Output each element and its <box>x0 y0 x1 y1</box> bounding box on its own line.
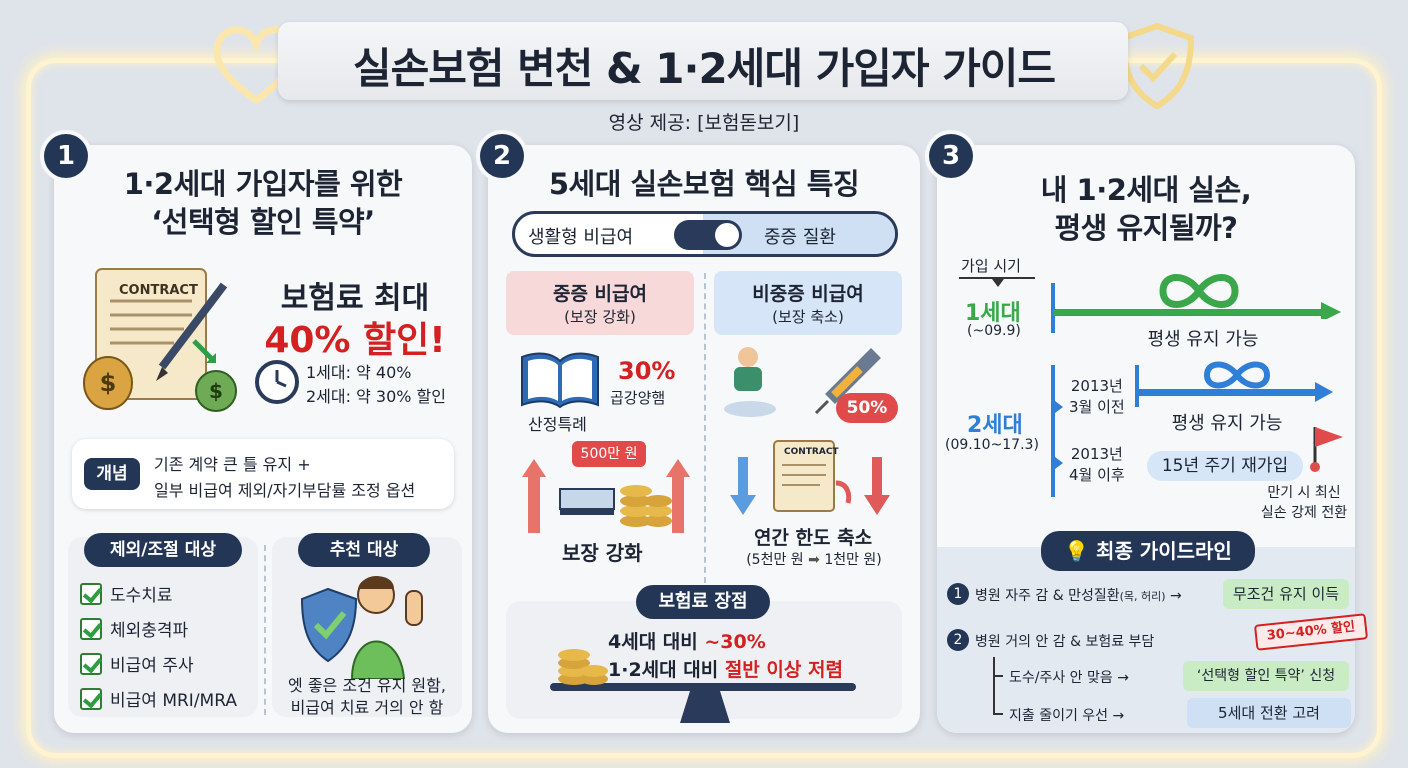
contract-down-illustration <box>730 440 890 515</box>
premium-line1: 4세대 대비 ~30% <box>608 631 766 653</box>
discount-percent: 40% 할인! <box>264 320 446 361</box>
gen2-discount: 2세대: 약 30% 할인 <box>306 387 446 406</box>
divider <box>264 545 266 715</box>
person-shield-illustration <box>300 576 423 679</box>
pct50-badge: 50% <box>836 393 898 423</box>
severe-box: 중증 비급여(보장 강화) <box>506 271 694 335</box>
checkbox-icon <box>80 618 102 640</box>
page-title: 실손보험 변천 & 1·2세대 가입자 가이드 <box>352 44 1056 93</box>
step-number-1: 1 <box>44 134 88 178</box>
concept-line2: 일부 비급여 제외/자기부담률 조정 옵션 <box>154 481 416 500</box>
list-item: 체외충격파 <box>80 614 237 649</box>
guide1-result: 무조건 유지 이득 <box>1223 579 1349 609</box>
panel-discount-rider: 1·2세대 가입자를 위한‘선택형 할인 특약’ $ $ CONTRACT 보험… <box>54 145 472 733</box>
arrow-icon <box>1055 401 1063 413</box>
branch-line <box>993 657 1003 715</box>
annual-limit-label: 연간 한도 축소 <box>753 527 873 549</box>
book-icon <box>521 352 599 409</box>
premium-title: 보험료 장점 <box>636 585 770 619</box>
guide2-text: 병원 거의 안 감 & 보험료 부담 <box>975 634 1155 650</box>
guide-number-2: 2 <box>947 629 969 651</box>
join-underline <box>959 277 1035 279</box>
contract-label-small: CONTRACT <box>784 447 839 457</box>
exclude-list: 도수치료 체외충격파 비급여 주사 비급여 MRI/MRA <box>80 579 237 719</box>
limit-change: (5천만 원 ➡ 1천만 원) <box>746 552 882 568</box>
exclude-title: 제외/조절 대상 <box>84 533 242 567</box>
discount-headline: 보험료 최대 <box>280 281 430 316</box>
checkbox-icon <box>80 583 102 605</box>
list-item: 도수치료 <box>80 579 237 614</box>
video-credit: 영상 제공: [보험돋보기] <box>608 112 800 134</box>
special-label: 산정특례 <box>528 415 587 434</box>
branch-line <box>993 657 1003 677</box>
checkbox-icon <box>80 653 102 675</box>
divider <box>704 273 706 583</box>
toggle-switch[interactable] <box>674 220 742 250</box>
nonsevere-box: 비중증 비급여(보장 축소) <box>714 271 902 335</box>
title-banner <box>278 22 1128 100</box>
panel1-title: 1·2세대 가입자를 위한‘선택형 할인 특약’ <box>123 167 403 239</box>
scale-illustration <box>550 649 856 723</box>
timeline-bar <box>1135 365 1139 407</box>
timeline-bar <box>1051 365 1055 497</box>
panel2-title: 5세대 실손보험 핵심 특징 <box>548 167 860 201</box>
guide1-text: 병원 자주 감 & 만성질환(목, 허리) → <box>975 588 1182 604</box>
timeline-bar <box>1051 283 1055 333</box>
sub2-text: 지출 줄이기 우선 → <box>1009 708 1125 724</box>
clock-icon <box>255 360 299 404</box>
gen1-label: 1세대 <box>965 301 1021 326</box>
gen1-arrow <box>1053 274 1341 319</box>
gen1-period: (~09.9) <box>967 323 1021 339</box>
panel3-title: 내 1·2세대 실손,평생 유지될까? <box>1040 173 1252 245</box>
lightbulb-icon: 💡 <box>1064 539 1090 563</box>
pct30: 30% <box>618 357 676 385</box>
concept-badge: 개념 <box>84 458 140 490</box>
panel-gen5-features: 5세대 실손보험 핵심 특징 생활형 비급여 중증 질환 중증 비급여(보장 강… <box>488 145 920 733</box>
pct30-label: 곱강양햄 <box>610 389 666 407</box>
toggle-left-label: 생활형 비급여 <box>528 227 634 248</box>
step-number-3: 3 <box>929 134 973 178</box>
after-status: 15년 주기 재가입 <box>1147 451 1303 481</box>
sub1-text: 도수/주사 안 맞음 → <box>1009 670 1129 686</box>
gen2-period: (09.10~17.3) <box>945 437 1039 453</box>
money-badge: 500만 원 <box>572 441 646 467</box>
sub2-result: 5세대 전환 고려 <box>1187 698 1351 728</box>
checkbox-icon <box>80 688 102 710</box>
contract-label: CONTRACT <box>119 283 198 298</box>
gen2-label: 2세대 <box>967 413 1023 438</box>
flag-icon <box>1310 427 1343 472</box>
gen2-arrow <box>1137 361 1333 402</box>
gen1-status: 평생 유지 가능 <box>1147 329 1259 350</box>
concept-line1: 기존 계약 큰 틀 유지 + <box>154 455 311 474</box>
svg-text:$: $ <box>100 369 117 397</box>
coverage-up-label: 보장 강화 <box>562 541 643 565</box>
contract-money-illustration: $ $ <box>83 268 237 412</box>
step-number-2: 2 <box>480 134 524 178</box>
down-arrow-icon <box>992 279 1004 287</box>
recommend-title: 추천 대상 <box>298 533 430 567</box>
panel-lifetime-check: 내 1·2세대 실손,평생 유지될까? 가입 시기 1세대 (~09.9) 평생… <box>937 145 1369 733</box>
toggle-right-label: 중증 질환 <box>764 227 836 248</box>
premium-line2: 1·2세대 대비 절반 이상 저렴 <box>608 659 843 681</box>
therapy-syringe-illustration <box>724 347 881 417</box>
list-item: 비급여 주사 <box>80 649 237 684</box>
arrow-icon <box>1055 457 1063 469</box>
sub1-result: ‘선택형 할인 특약’ 신청 <box>1183 661 1349 691</box>
recommend-box <box>272 537 462 717</box>
guideline-title: 💡 최종 가이드라인 <box>1041 531 1255 571</box>
svg-text:$: $ <box>209 379 223 403</box>
join-period-label: 가입 시기 <box>961 257 1021 275</box>
coverage-up-illustration <box>522 459 690 533</box>
gen1-discount: 1세대: 약 40% <box>306 363 412 382</box>
before-status: 평생 유지 가능 <box>1171 413 1283 434</box>
recommend-text: 엣 좋은 조건 유지 원함,비급여 치료 거의 안 함 <box>288 676 446 717</box>
list-item: 비급여 MRI/MRA <box>80 684 237 719</box>
guide-number-1: 1 <box>947 583 969 605</box>
